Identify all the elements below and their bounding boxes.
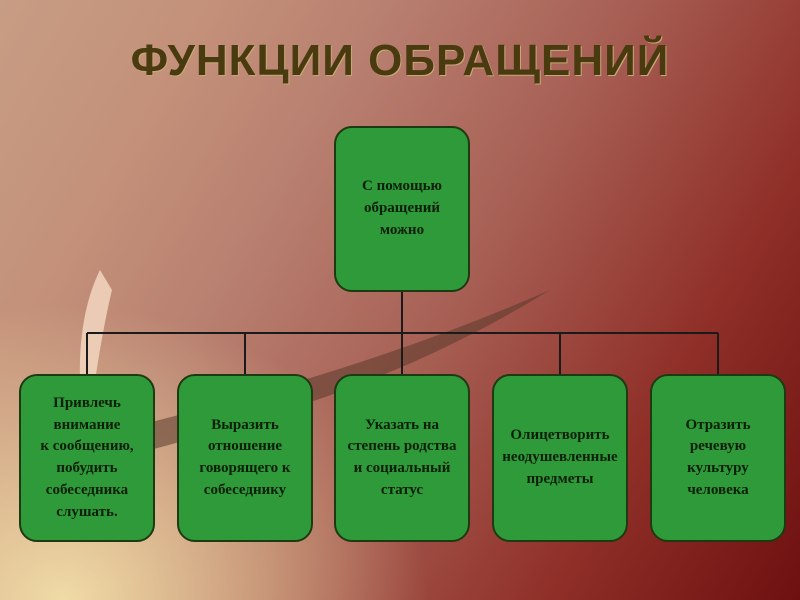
function-node-express-attitude: Выразить отношение говорящего к собеседн…	[177, 374, 313, 542]
page-title: ФУНКЦИИ ОБРАЩЕНИЙ	[130, 36, 670, 85]
function-node-indicate-status: Указать на степень родства и социальный …	[334, 374, 470, 542]
function-node-speech-culture: Отразить речевую культуру человека	[650, 374, 786, 542]
function-node-personify: Олицетворить неодушевленные предметы	[492, 374, 628, 542]
function-node-attract-attention: Привлечь внимание к сообщению, побудить …	[19, 374, 155, 542]
root-node: С помощью обращений можно	[334, 126, 470, 292]
